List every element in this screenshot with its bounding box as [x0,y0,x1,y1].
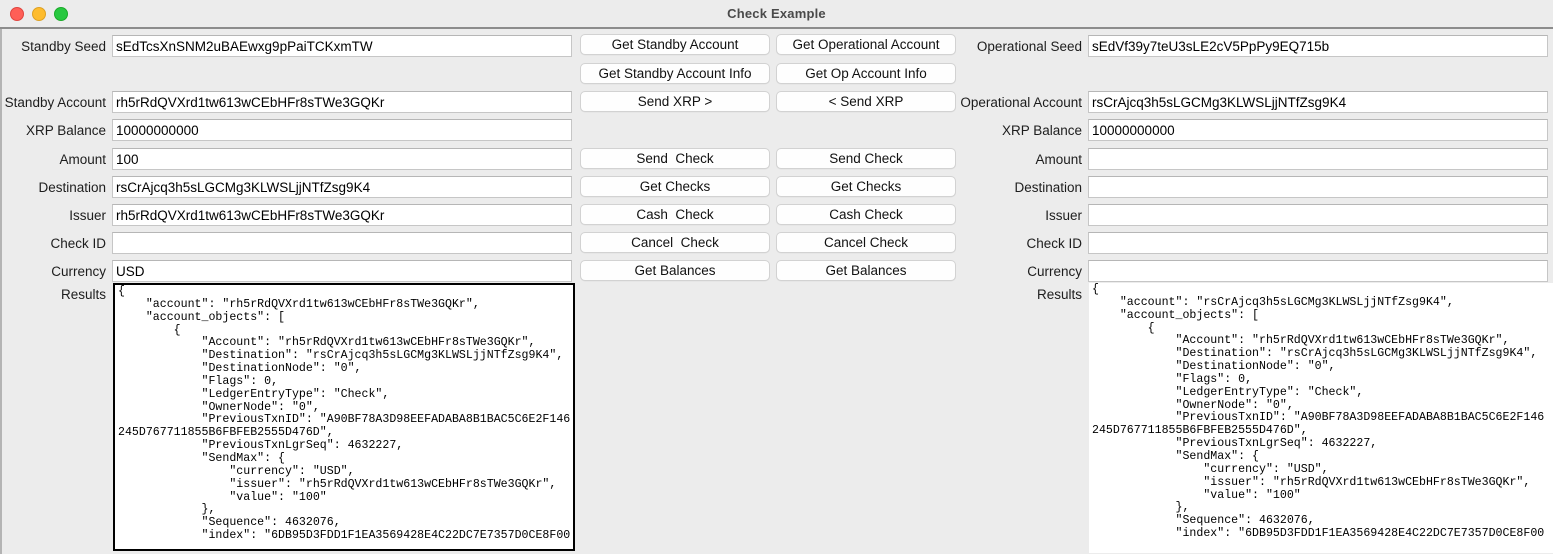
label-standby-seed: Standby Seed [21,38,106,54]
field-row-standby-amount: Amount [2,148,580,170]
field-row-standby-account: Standby Account [2,91,580,113]
label-standby-results: Results [60,287,106,302]
button-get-op-account-info[interactable]: Get Op Account Info [776,63,956,84]
button-operational-cancel-check[interactable]: Cancel Check [776,232,956,253]
field-row-standby-xrp-balance: XRP Balance [2,119,580,141]
input-operational-destination[interactable] [1088,176,1548,198]
maximize-window-icon[interactable] [54,7,68,21]
input-operational-seed[interactable] [1088,35,1548,57]
button-operational-cash-check[interactable]: Cash Check [776,204,956,225]
label-operational-results: Results [1036,287,1082,302]
button-standby-get-checks[interactable]: Get Checks [580,176,770,197]
input-standby-account[interactable] [112,91,572,113]
input-standby-amount[interactable] [112,148,572,170]
label-operational-amount: Amount [1035,151,1082,167]
input-standby-seed[interactable] [112,35,572,57]
input-operational-xrp-balance[interactable] [1088,119,1548,141]
button-operational-get-checks[interactable]: Get Checks [776,176,956,197]
title-bar: Check Example [0,0,1553,29]
input-standby-check-id[interactable] [112,232,572,254]
input-operational-issuer[interactable] [1088,204,1548,226]
button-standby-send-check[interactable]: Send Check [580,148,770,169]
standby-results-textarea[interactable]: { "account": "rh5rRdQVXrd1tw613wCEbHFr8s… [113,283,575,551]
input-standby-currency[interactable] [112,260,572,282]
traffic-light-group [10,7,68,21]
input-standby-issuer[interactable] [112,204,572,226]
main-content: Standby Seed Standby Account XRP Balance… [0,29,1553,554]
label-operational-currency: Currency [1027,263,1082,279]
operational-panel: Operational Seed Operational Account XRP… [960,29,1553,554]
field-row-operational-seed: Operational Seed [960,35,1553,57]
operational-results-textarea[interactable]: { "account": "rsCrAjcq3h5sLGCMg3KLWSLjjN… [1089,283,1553,553]
field-row-standby-currency: Currency [2,260,580,282]
field-row-operational-account: Operational Account [960,91,1553,113]
input-operational-account[interactable] [1088,91,1548,113]
field-row-operational-currency: Currency [960,260,1553,282]
button-standby-cancel-check[interactable]: Cancel Check [580,232,770,253]
label-operational-seed: Operational Seed [976,38,1082,54]
button-standby-cash-check[interactable]: Cash Check [580,204,770,225]
field-row-operational-destination: Destination [960,176,1553,198]
standby-panel: Standby Seed Standby Account XRP Balance… [2,29,580,554]
button-standby-get-balances[interactable]: Get Balances [580,260,770,281]
field-row-standby-check-id: Check ID [2,232,580,254]
label-standby-amount: Amount [59,151,106,167]
label-standby-destination: Destination [38,179,106,195]
label-operational-destination: Destination [1014,179,1082,195]
button-send-xrp-right[interactable]: Send XRP > [580,91,770,112]
field-row-operational-check-id: Check ID [960,232,1553,254]
button-operational-send-check[interactable]: Send Check [776,148,956,169]
label-standby-issuer: Issuer [69,207,106,223]
button-send-xrp-left[interactable]: < Send XRP [776,91,956,112]
button-get-standby-account-info[interactable]: Get Standby Account Info [580,63,770,84]
field-row-standby-seed: Standby Seed [2,35,580,57]
label-standby-currency: Currency [51,263,106,279]
input-operational-check-id[interactable] [1088,232,1548,254]
button-operational-get-balances[interactable]: Get Balances [776,260,956,281]
label-standby-xrp-balance: XRP Balance [25,122,106,138]
label-operational-xrp-balance: XRP Balance [1001,122,1082,138]
actions-panel: Get Standby Account Get Standby Account … [580,29,960,554]
field-row-standby-issuer: Issuer [2,204,580,226]
field-row-operational-xrp-balance: XRP Balance [960,119,1553,141]
button-get-operational-account[interactable]: Get Operational Account [776,34,956,55]
input-standby-destination[interactable] [112,176,572,198]
window-title: Check Example [727,6,826,21]
field-row-operational-amount: Amount [960,148,1553,170]
button-get-standby-account[interactable]: Get Standby Account [580,34,770,55]
label-operational-issuer: Issuer [1045,207,1082,223]
label-operational-check-id: Check ID [1026,235,1082,251]
label-operational-account: Operational Account [960,94,1082,110]
input-standby-xrp-balance[interactable] [112,119,572,141]
field-row-standby-destination: Destination [2,176,580,198]
close-window-icon[interactable] [10,7,24,21]
input-operational-currency[interactable] [1088,260,1548,282]
label-standby-check-id: Check ID [50,235,106,251]
label-standby-account: Standby Account [4,94,106,110]
input-operational-amount[interactable] [1088,148,1548,170]
field-row-operational-issuer: Issuer [960,204,1553,226]
minimize-window-icon[interactable] [32,7,46,21]
